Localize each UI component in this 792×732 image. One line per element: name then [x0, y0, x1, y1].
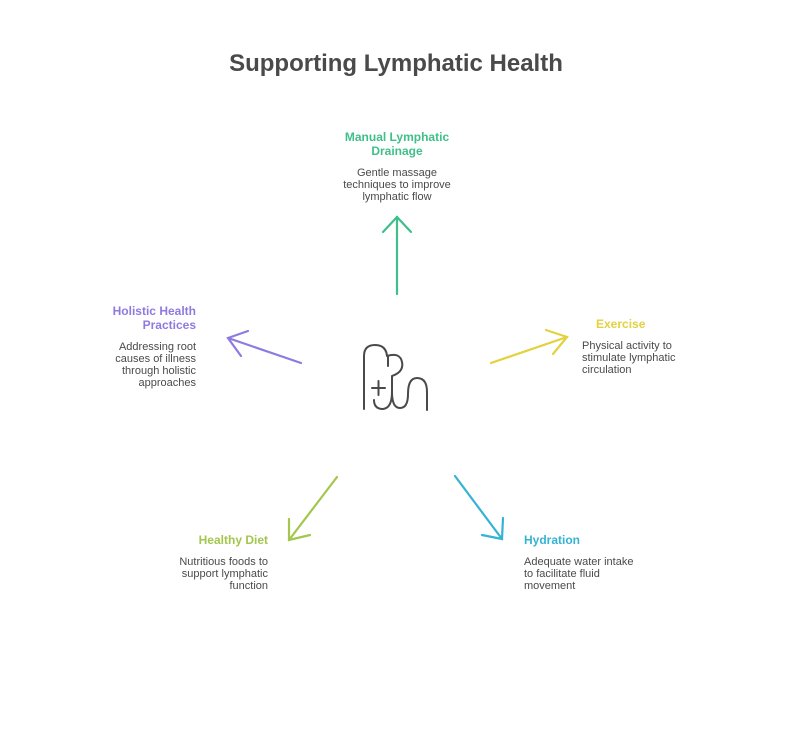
node-diet-description: Nutritious foods to support lymphatic fu…	[148, 556, 268, 592]
node-hydration-desc-line1: Adequate water intake	[524, 556, 634, 568]
diagram-title: Supporting Lymphatic Health	[229, 50, 563, 77]
node-drainage-title-line2: Drainage	[371, 144, 423, 158]
node-exercise-desc-line1: Physical activity to	[582, 340, 672, 352]
arrow-diet	[287, 475, 339, 542]
lymphatic-vessel-icon	[363, 344, 428, 411]
arrow-hydration	[453, 474, 505, 541]
node-diet-title: Healthy Diet	[198, 533, 268, 547]
node-drainage-desc-line2: techniques to improve	[343, 179, 451, 191]
arrow-drainage	[381, 215, 413, 296]
node-hydration-title: Hydration	[524, 533, 581, 547]
node-hydration-desc-line2: to facilitate fluid	[524, 568, 600, 580]
node-healthy-diet: Healthy Diet Nutritious foods to support…	[148, 533, 268, 592]
node-diet-desc-line2: support lymphatic	[181, 568, 268, 580]
node-drainage-desc-line1: Gentle massage	[356, 167, 438, 179]
node-exercise-title: Exercise	[596, 317, 646, 331]
node-holistic-title-line2: Practices	[142, 318, 196, 332]
node-holistic-title: Holistic Health Practices	[76, 304, 196, 332]
node-drainage-title: Manual Lymphatic Drainage	[330, 130, 464, 158]
node-drainage-title-line1: Manual Lymphatic	[344, 130, 450, 144]
arrow-holistic	[226, 329, 303, 365]
node-exercise-description: Physical activity to stimulate lymphatic…	[582, 340, 726, 376]
node-hydration-description: Adequate water intake to facilitate flui…	[524, 556, 654, 592]
node-holistic-health-practices: Holistic Health Practices Addressing roo…	[76, 304, 196, 389]
node-hydration: Hydration Adequate water intake to facil…	[524, 533, 654, 592]
node-manual-lymphatic-drainage: Manual Lymphatic Drainage Gentle massage…	[330, 130, 464, 203]
node-exercise-desc-line3: circulation	[582, 364, 632, 376]
node-hydration-desc-line3: movement	[524, 580, 576, 592]
node-exercise-desc-line2: stimulate lymphatic	[582, 352, 676, 364]
node-holistic-desc-line1: Addressing root	[118, 341, 196, 353]
node-drainage-desc-line3: lymphatic flow	[362, 191, 432, 203]
node-holistic-title-line1: Holistic Health	[112, 304, 196, 318]
node-exercise: Exercise Physical activity to stimulate …	[582, 317, 726, 376]
node-holistic-desc-line3: through holistic	[122, 365, 196, 377]
node-diet-desc-line1: Nutritious foods to	[179, 556, 268, 568]
node-holistic-desc-line4: approaches	[138, 377, 197, 389]
node-diet-desc-line3: function	[229, 580, 268, 592]
node-holistic-desc-line2: causes of illness	[115, 353, 196, 365]
node-drainage-description: Gentle massage techniques to improve lym…	[330, 167, 464, 203]
arrow-exercise	[489, 328, 569, 365]
node-holistic-description: Addressing root causes of illness throug…	[76, 341, 196, 389]
